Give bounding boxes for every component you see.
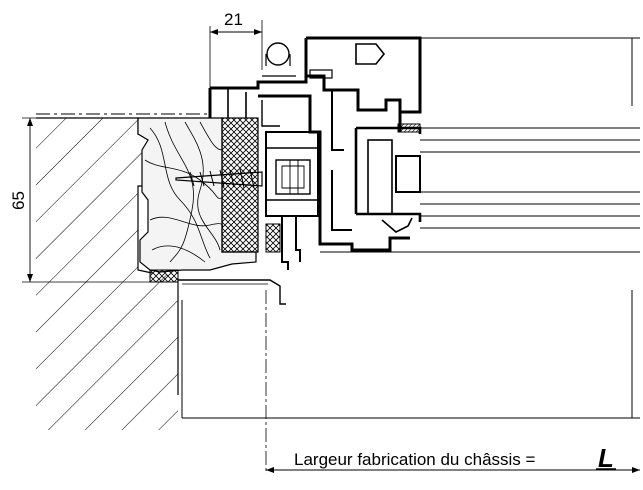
fixing-screw [175,159,311,195]
seal-blocks [149,223,281,283]
manufacturing-width-symbol: L [598,443,614,473]
manufacturing-width-caption: Largeur fabrication du châssis = [294,450,536,469]
dimension-manufacturing-width [265,290,640,474]
dimension-width [209,20,263,88]
sash-and-glazing [181,37,640,419]
cover-flashing [178,279,286,305]
dimension-height-label: 65 [9,191,28,210]
aluminium-frame-profile [208,36,422,270]
dimension-width-label: 21 [224,10,243,29]
dimension-height [22,117,150,283]
